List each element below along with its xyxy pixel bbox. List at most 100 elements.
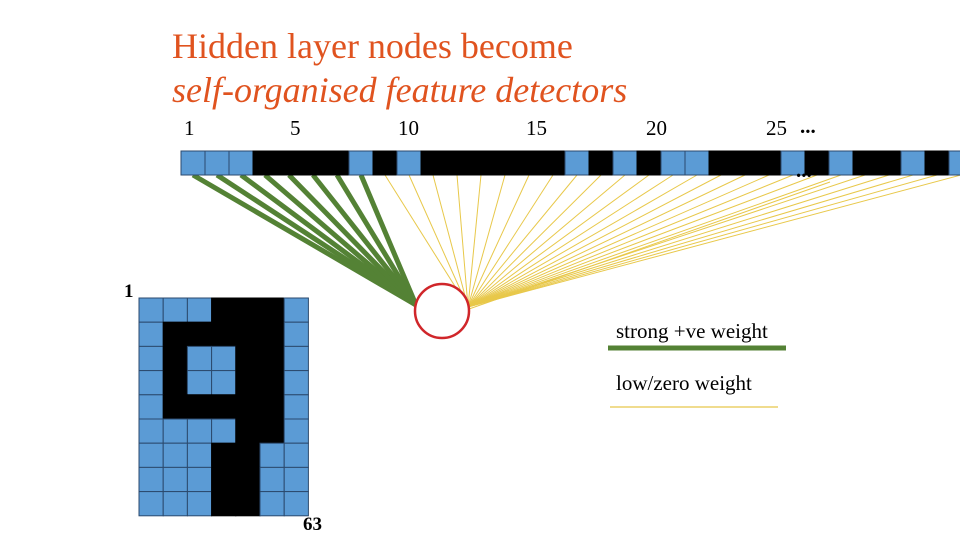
grid-cell [138,394,164,420]
input-row-cell [516,150,542,176]
grid-cell [259,370,285,396]
weak-connection [467,174,578,308]
legend-strong-label: strong +ve weight [616,319,768,343]
grid-cell [259,418,285,444]
input-row-cell [252,150,278,176]
input-row [180,150,960,176]
grid-cell [283,491,309,517]
weak-connections [384,174,960,310]
grid-cell [259,442,285,468]
grid-cell [186,466,213,493]
weak-connection [468,181,831,310]
hidden-node [413,282,471,340]
grid-cell [186,442,213,468]
grid-cell [138,442,164,468]
grid-cell [235,345,261,372]
grid-cell [211,418,237,444]
grid-cell [211,345,237,372]
weak-connection [467,174,674,308]
row-ellipsis-below: ... [796,158,812,182]
input-row-cell [564,150,590,176]
grid-cell [283,321,309,347]
grid-cell [211,370,237,396]
tick-label-20: 20 [646,116,667,140]
input-row-cell [228,150,254,176]
grid-cell [186,418,213,444]
grid-cell [138,321,164,347]
grid-cell [211,491,237,517]
input-row-cell [756,150,782,176]
input-row-cell [612,150,638,176]
grid-cell [186,394,213,420]
grid-cell [186,297,213,323]
weak-connection [384,174,469,308]
slide-title: Hidden layer nodes become self-organised… [172,24,627,112]
input-row-cell [204,150,230,176]
weak-connection [467,174,722,308]
grid-cell [162,370,188,396]
input-row-cell [396,150,422,176]
weak-connection [467,174,770,308]
grid-cell [283,394,309,420]
input-row-cell [660,150,686,176]
input-row-cell [828,150,854,176]
strong-connection [334,173,419,307]
grid-cell [235,491,261,517]
input-row-cell [348,150,374,176]
grid-cell [162,491,188,517]
weak-connection [467,174,482,308]
grid-cell [259,345,285,372]
weak-connection [467,174,794,308]
grid-cell [162,466,188,493]
grid-label-first: 1 [124,281,134,302]
weak-connection [467,174,866,308]
grid-cell [138,466,164,493]
input-row-cell [468,150,494,176]
weak-connection [467,174,818,308]
grid-cell [162,297,188,323]
grid-cell [235,466,261,493]
input-row-cell [540,150,566,176]
grid-cell [138,370,164,396]
weak-connection [467,174,842,308]
tick-label-5: 5 [290,116,301,140]
input-row-cell [444,150,470,176]
strong-connection [287,173,418,307]
grid-cell [259,321,285,347]
tick-label-10: 10 [398,116,419,140]
strong-connection [358,174,419,306]
weak-connection [467,174,698,308]
weak-connection [408,174,469,308]
grid-cell [235,370,261,396]
grid-cell [162,321,188,347]
input-row-cell [708,150,734,176]
weak-connection [456,174,469,308]
input-row-cell [732,150,758,176]
grid-cell [211,297,237,323]
grid-cell [211,466,237,493]
weak-connection [467,174,650,308]
weak-connection [467,174,602,308]
input-row-cell [636,150,662,176]
grid-cell [186,345,213,372]
strong-connection [263,173,418,307]
grid-cell [138,345,164,372]
grid-cell [235,321,261,347]
weak-connection [467,174,938,308]
input-row-cell [180,150,206,176]
grid-cell [235,418,261,444]
grid-cell [162,442,188,468]
grid-cell [259,466,285,493]
grid-cell [162,418,188,444]
strong-connection [239,172,418,308]
grid-cell [186,491,213,517]
weak-connection [467,174,506,308]
grid-cell [138,297,164,323]
weak-connection [467,174,530,308]
input-row-cell [948,150,960,176]
grid-cell [211,442,237,468]
title-line-2: self-organised feature detectors [172,70,628,110]
title-line-1: Hidden layer nodes become [172,26,573,66]
grid-cell [259,297,285,323]
grid-cell [186,321,213,347]
